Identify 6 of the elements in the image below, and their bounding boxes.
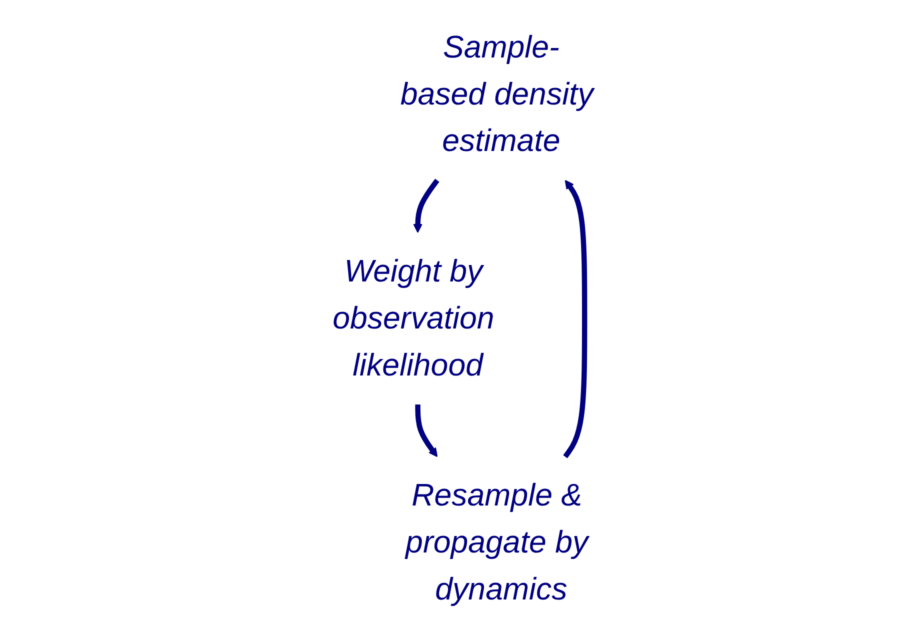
arrow [415, 404, 438, 458]
arrow [563, 180, 588, 458]
node-text: Weight by observation likelihood [332, 254, 494, 383]
arrow [413, 178, 440, 233]
node-text: Sample-based density estimate [400, 30, 594, 158]
node-text: Resample & propagate by dynamics [406, 478, 588, 607]
